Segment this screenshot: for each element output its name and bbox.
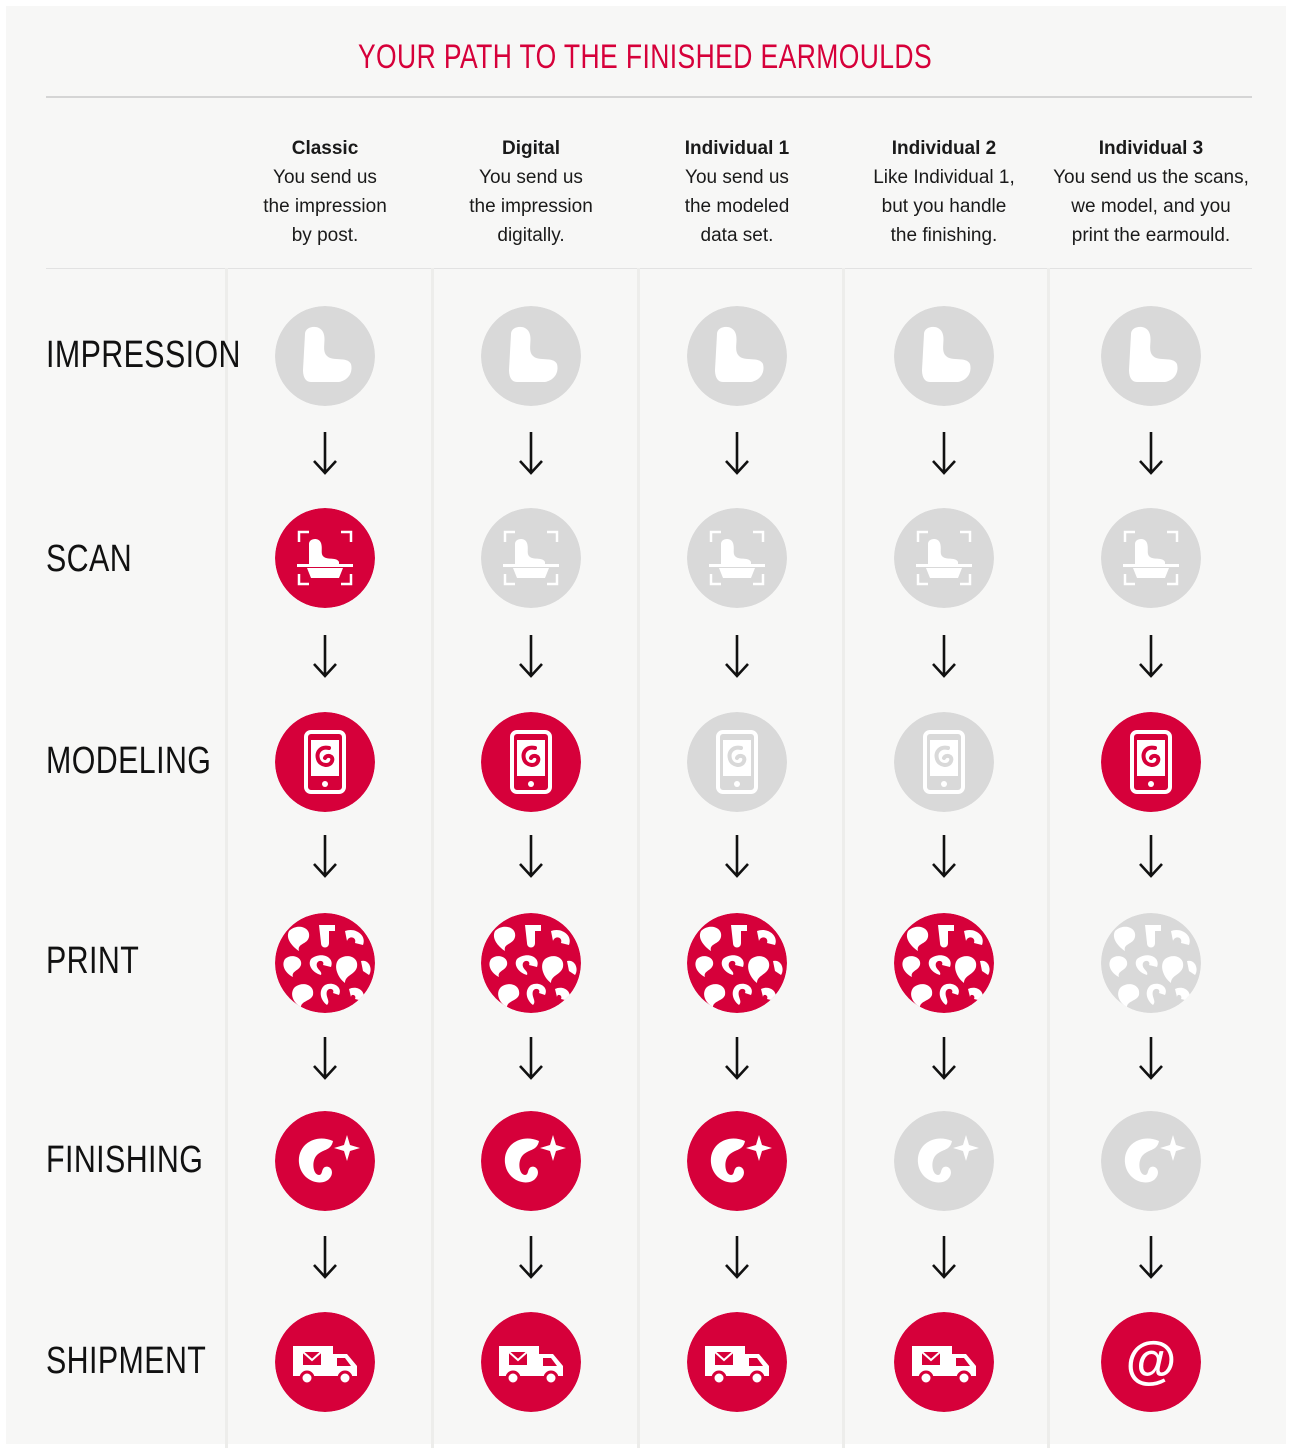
column-name: Individual 2 [891,138,997,159]
diagram-title: YOUR PATH TO THE FINISHED EARMOULDS [357,38,933,76]
finishing-sparkle-icon [275,1111,375,1211]
column-description: You send us the modeled data set. [684,167,790,246]
scan-icon [481,508,581,608]
down-arrow-icon [722,633,752,679]
column-name: Classic [291,138,359,159]
print-pattern-icon [1101,913,1201,1013]
title-divider [46,96,1252,98]
scan-icon [1101,508,1201,608]
down-arrow-icon [929,633,959,679]
down-arrow-icon [310,430,340,476]
delivery-truck-icon [481,1312,581,1412]
down-arrow-icon [1136,1035,1166,1081]
down-arrow-icon [929,1234,959,1280]
row-label: PRINT [46,940,140,982]
down-arrow-icon [516,430,546,476]
down-arrow-icon [516,1234,546,1280]
column-description: You send us the scans, we model, and you… [1053,167,1249,246]
delivery-truck-icon [275,1312,375,1412]
scan-icon [894,508,994,608]
down-arrow-icon [310,1234,340,1280]
down-arrow-icon [929,833,959,879]
column-separator [225,268,228,1448]
impression-icon [275,306,375,406]
row-label: SHIPMENT [46,1340,207,1382]
scan-icon [275,508,375,608]
print-pattern-icon [275,913,375,1013]
column-description: You send us the impression digitally. [469,167,593,246]
column-separator [431,268,434,1448]
column-name: Individual 1 [684,138,790,159]
down-arrow-icon [516,633,546,679]
down-arrow-icon [722,1234,752,1280]
impression-icon [481,306,581,406]
finishing-sparkle-icon [1101,1111,1201,1211]
down-arrow-icon [310,833,340,879]
at-sign-icon: @ [1101,1312,1201,1412]
column-name: Digital [501,138,561,159]
column-description: You send us the impression by post. [263,167,387,246]
column-header: Individual 3 You send us the scans, we mo… [1046,134,1256,250]
svg-text:@: @ [1126,1332,1177,1390]
down-arrow-icon [722,430,752,476]
print-pattern-icon [687,913,787,1013]
phone-modeling-icon [275,712,375,812]
impression-icon [894,306,994,406]
down-arrow-icon [929,1035,959,1081]
impression-icon [687,306,787,406]
down-arrow-icon [1136,1234,1166,1280]
finishing-sparkle-icon [894,1111,994,1211]
phone-modeling-icon [481,712,581,812]
column-separator [637,268,640,1448]
down-arrow-icon [310,1035,340,1081]
down-arrow-icon [929,430,959,476]
diagram-background [6,6,1286,1444]
down-arrow-icon [1136,633,1166,679]
finishing-sparkle-icon [687,1111,787,1211]
column-name: Individual 3 [1098,138,1204,159]
phone-modeling-icon [687,712,787,812]
header-divider [46,268,1252,269]
down-arrow-icon [516,833,546,879]
row-label: MODELING [46,740,212,782]
delivery-truck-icon [894,1312,994,1412]
phone-modeling-icon [894,712,994,812]
column-separator [1047,268,1050,1448]
scan-icon [687,508,787,608]
column-header: Individual 2 Like Individual 1, but you h… [839,134,1049,250]
column-separator [842,268,845,1448]
down-arrow-icon [516,1035,546,1081]
phone-modeling-icon [1101,712,1201,812]
down-arrow-icon [1136,833,1166,879]
delivery-truck-icon [687,1312,787,1412]
down-arrow-icon [722,833,752,879]
row-label: SCAN [46,538,133,580]
column-header: Individual 1 You send us the modeled data… [632,134,842,250]
row-label: FINISHING [46,1139,204,1181]
down-arrow-icon [722,1035,752,1081]
down-arrow-icon [310,633,340,679]
impression-icon [1101,306,1201,406]
down-arrow-icon [1136,430,1166,476]
print-pattern-icon [481,913,581,1013]
finishing-sparkle-icon [481,1111,581,1211]
row-label: IMPRESSION [46,334,241,376]
column-description: Like Individual 1, but you handle the fi… [873,167,1015,246]
print-pattern-icon [894,913,994,1013]
